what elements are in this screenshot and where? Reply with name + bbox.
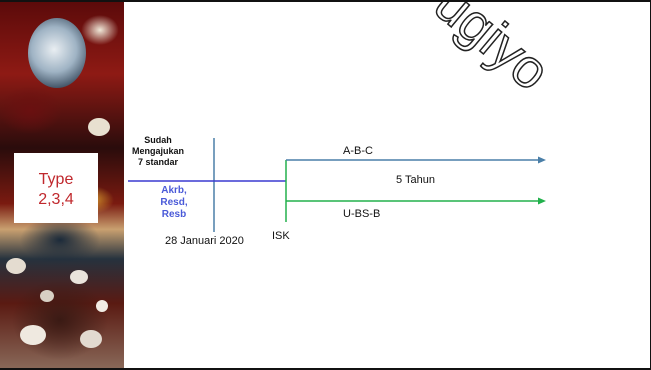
slide-frame — [0, 0, 651, 370]
